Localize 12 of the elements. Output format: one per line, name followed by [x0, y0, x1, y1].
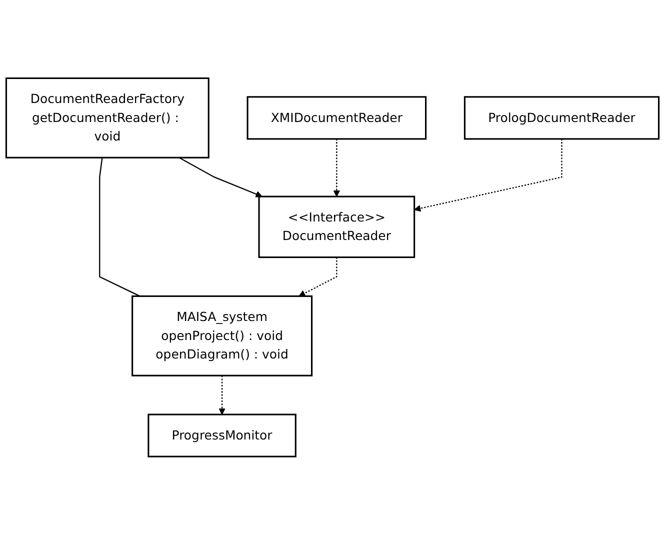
- node-box: XMIDocumentReader: [246, 96, 427, 140]
- connector: [99, 158, 140, 297]
- arrow: [298, 257, 338, 297]
- node-box: DocumentReaderFactory getDocumentReader() : void: [5, 78, 210, 159]
- node-box: MAISA_system openProject() : void openDiagram() : void: [132, 296, 313, 376]
- node-box: PrologDocumentReader: [464, 96, 660, 140]
- arrow: [333, 139, 340, 197]
- node-box: ProgressMonitor: [148, 414, 296, 458]
- arrow: [218, 376, 226, 415]
- arrow: [178, 157, 262, 198]
- node-box: <<Interface>> DocumentReader: [258, 196, 416, 258]
- arrow: [414, 139, 562, 212]
